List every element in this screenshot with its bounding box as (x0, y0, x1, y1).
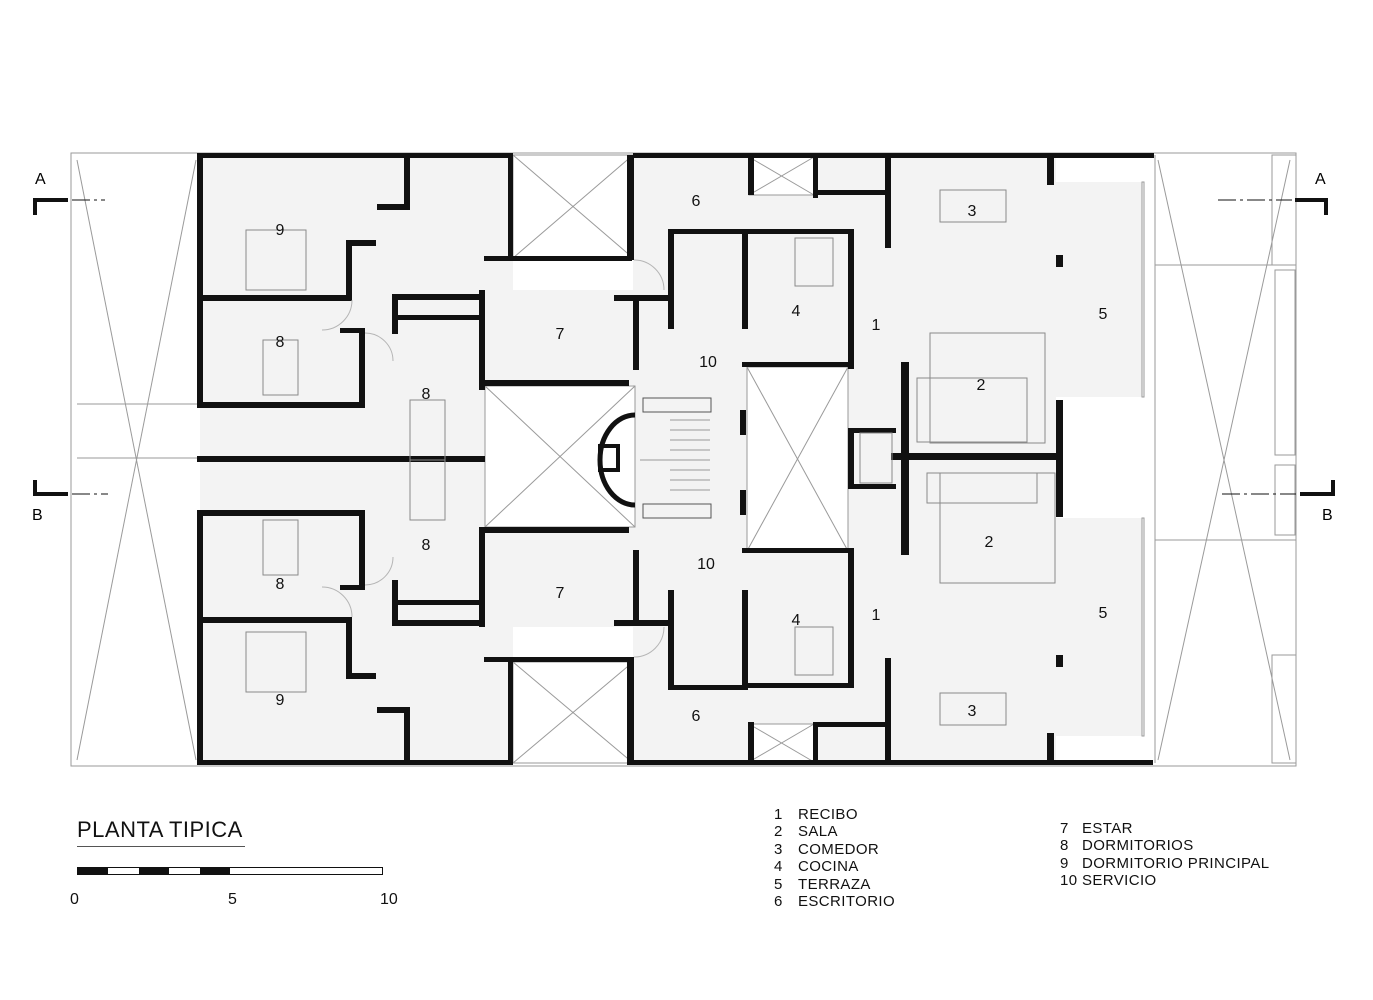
room-label: 3 (968, 703, 977, 720)
section-mark-b-right: B (1222, 480, 1335, 524)
room-label: 8 (276, 334, 285, 351)
section-label: B (1322, 507, 1333, 524)
light-wells (484, 154, 849, 764)
room-label: 10 (699, 354, 717, 371)
room-label: 4 (792, 303, 801, 320)
interior-walls-right (614, 155, 1063, 763)
room-label: 8 (276, 576, 285, 593)
room-label: 7 (556, 326, 565, 343)
exterior-walls (197, 153, 1154, 765)
section-mark-b-left: B (32, 480, 108, 524)
staircase (597, 397, 712, 519)
room-label: 2 (985, 534, 994, 551)
setback-lines (76, 154, 1297, 764)
room-labels: 9 8 8 8 8 9 7 7 10 10 6 6 4 4 1 1 3 3 2 … (276, 193, 1108, 725)
furniture (245, 189, 1056, 726)
section-marks: A A B B (32, 171, 1335, 524)
room-label: 2 (977, 377, 986, 394)
section-label: A (35, 171, 46, 188)
door-swings (321, 259, 665, 658)
scale-bar (77, 867, 383, 875)
room-fills (200, 155, 1142, 763)
room-label: 8 (422, 386, 431, 403)
section-mark-a-right: A (1218, 171, 1328, 215)
room-label: 3 (968, 203, 977, 220)
room-label: 5 (1099, 306, 1108, 323)
interior-walls-left (197, 153, 634, 765)
scale-label-10: 10 (380, 891, 398, 908)
section-label: A (1315, 171, 1326, 188)
room-label: 9 (276, 692, 285, 709)
room-label: 10 (697, 556, 715, 573)
room-label: 4 (792, 612, 801, 629)
plan-title: PLANTA TIPICA (77, 817, 245, 847)
room-label: 1 (872, 607, 881, 624)
scale-label-5: 5 (228, 891, 237, 908)
room-label: 5 (1099, 605, 1108, 622)
room-label: 7 (556, 585, 565, 602)
section-mark-a-left: A (33, 171, 105, 215)
room-label: 8 (422, 537, 431, 554)
room-label: 9 (276, 222, 285, 239)
room-label: 6 (692, 193, 701, 210)
scale-label-0: 0 (70, 891, 79, 908)
room-label: 6 (692, 708, 701, 725)
room-label: 1 (872, 317, 881, 334)
section-label: B (32, 507, 43, 524)
